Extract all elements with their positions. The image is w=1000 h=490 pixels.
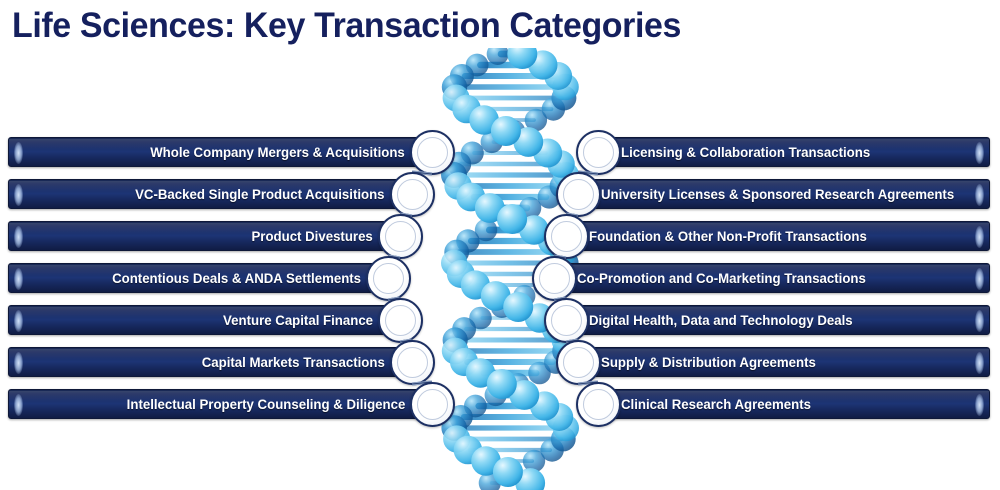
category-node-circle[interactable]: [390, 172, 435, 217]
category-label: Co-Promotion and Co-Marketing Transactio…: [577, 271, 866, 286]
category-label: Capital Markets Transactions: [201, 355, 385, 370]
category-label: Whole Company Mergers & Acquisitions: [150, 145, 405, 160]
bar-end-highlight-icon: [14, 226, 23, 248]
category-label: Clinical Research Agreements: [621, 397, 811, 412]
category-node-circle[interactable]: [576, 130, 621, 175]
category-bar-right-3[interactable]: Foundation & Other Non-Profit Transactio…: [566, 221, 990, 251]
category-node-circle[interactable]: [366, 256, 411, 301]
category-bar-right-2[interactable]: University Licenses & Sponsored Research…: [578, 179, 990, 209]
bar-end-highlight-icon: [14, 352, 23, 374]
category-node-circle[interactable]: [556, 340, 601, 385]
bar-end-highlight-icon: [14, 142, 23, 164]
category-row: Licensing & Collaboration Transactions: [0, 130, 1000, 175]
category-node-circle[interactable]: [532, 256, 577, 301]
category-label: Foundation & Other Non-Profit Transactio…: [589, 229, 867, 244]
category-label: Supply & Distribution Agreements: [601, 355, 816, 370]
category-node-circle[interactable]: [556, 172, 601, 217]
category-row: Co-Promotion and Co-Marketing Transactio…: [0, 254, 1000, 301]
bar-end-highlight-icon: [975, 268, 984, 290]
category-row: VC-Backed Single Product Acquisitions: [0, 170, 1000, 217]
category-bar-right-4[interactable]: Co-Promotion and Co-Marketing Transactio…: [554, 263, 990, 293]
category-label: Intellectual Property Counseling & Dilig…: [126, 397, 405, 412]
category-bar-right-7[interactable]: Clinical Research Agreements: [598, 389, 990, 419]
category-bar-right-5[interactable]: Digital Health, Data and Technology Deal…: [566, 305, 990, 335]
category-node-circle[interactable]: [576, 382, 621, 427]
bar-end-highlight-icon: [14, 184, 23, 206]
category-label: VC-Backed Single Product Acquisitions: [135, 187, 385, 202]
category-row: University Licenses & Sponsored Research…: [0, 170, 1000, 217]
category-node-circle[interactable]: [410, 130, 455, 175]
bar-end-highlight-icon: [14, 268, 23, 290]
category-label: Product Divestures: [251, 229, 373, 244]
bar-end-highlight-icon: [975, 184, 984, 206]
category-bar-right-1[interactable]: Licensing & Collaboration Transactions: [598, 137, 990, 167]
page-title: Life Sciences: Key Transaction Categorie…: [12, 6, 682, 45]
category-bar-right-6[interactable]: Supply & Distribution Agreements: [578, 347, 990, 377]
category-label: Digital Health, Data and Technology Deal…: [589, 313, 853, 328]
category-node-circle[interactable]: [544, 298, 589, 343]
category-row: Product Divestures: [0, 212, 1000, 259]
category-row: Digital Health, Data and Technology Deal…: [0, 296, 1000, 343]
category-node-circle[interactable]: [378, 214, 423, 259]
bar-end-highlight-icon: [14, 394, 23, 416]
category-row: Supply & Distribution Agreements: [0, 338, 1000, 385]
category-node-circle[interactable]: [544, 214, 589, 259]
category-label: Contentious Deals & ANDA Settlements: [112, 271, 361, 286]
category-row: Venture Capital Finance: [0, 296, 1000, 343]
bar-end-highlight-icon: [975, 142, 984, 164]
category-node-circle[interactable]: [378, 298, 423, 343]
category-label: Venture Capital Finance: [223, 313, 373, 328]
bar-end-highlight-icon: [14, 310, 23, 332]
bar-end-highlight-icon: [975, 310, 984, 332]
bar-end-highlight-icon: [975, 226, 984, 248]
category-bar-left-2[interactable]: VC-Backed Single Product Acquisitions: [8, 179, 412, 209]
category-node-circle[interactable]: [410, 382, 455, 427]
category-label: University Licenses & Sponsored Research…: [601, 187, 955, 202]
bar-end-highlight-icon: [975, 352, 984, 374]
bar-end-highlight-icon: [975, 394, 984, 416]
category-row: Clinical Research Agreements: [0, 380, 1000, 427]
dna-double-helix-graphic: [420, 48, 600, 490]
category-row: Foundation & Other Non-Profit Transactio…: [0, 212, 1000, 259]
category-label: Licensing & Collaboration Transactions: [621, 145, 871, 160]
category-bar-left-3[interactable]: Product Divestures: [8, 221, 400, 251]
